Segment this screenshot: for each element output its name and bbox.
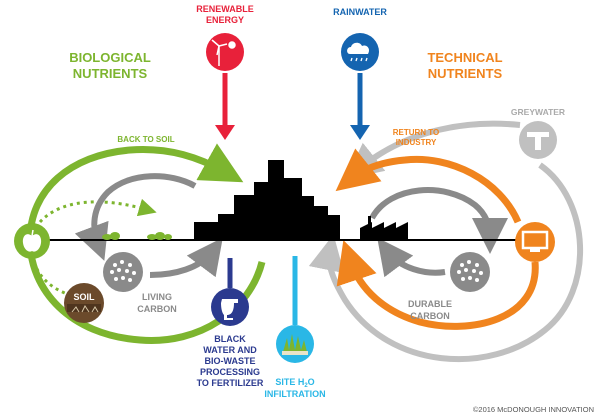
site-infiltration-label-1: SITE H2O — [275, 377, 314, 389]
wind-sun-icon — [206, 33, 244, 71]
black-water-label-5: TO FERTILIZER — [197, 378, 264, 388]
living-carbon-label-2: CARBON — [137, 304, 177, 314]
greywater-loop — [308, 162, 584, 363]
soil-node — [64, 283, 104, 323]
dotted-green-arrow — [38, 198, 157, 224]
technical-title-2: NUTRIENTS — [428, 66, 503, 81]
wind-turbine-icon — [211, 39, 236, 66]
technical-title-1: TECHNICAL — [427, 50, 502, 65]
return-label-1: RETURN TO — [393, 128, 440, 137]
back-to-soil-label: BACK TO SOIL — [117, 135, 174, 144]
renewable-label-2: ENERGY — [206, 15, 244, 25]
technical-lower-arc — [336, 240, 539, 330]
renewable-label-1: RENEWABLE — [196, 4, 254, 14]
city-skyline — [194, 160, 408, 240]
living-carbon-lower-arc — [149, 237, 223, 278]
copyright: ©2016 McDONOUGH INNOVATION — [473, 405, 594, 414]
rainwater — [341, 33, 379, 140]
renewable-energy — [206, 33, 244, 140]
living-carbon-upper-arc — [74, 173, 197, 261]
site-infiltration — [276, 256, 314, 363]
monitor-node — [515, 222, 555, 262]
return-label-2: INDUSTRY — [396, 138, 437, 147]
durable-carbon-label-1: DURABLE — [408, 299, 452, 309]
text-labels: BIOLOGICAL NUTRIENTS TECHNICAL NUTRIENTS… — [69, 4, 594, 414]
durable-carbon-icon — [450, 252, 490, 292]
biological-title-2: NUTRIENTS — [73, 66, 148, 81]
apple-node — [14, 223, 50, 259]
durable-carbon-label-2: CARBON — [410, 311, 450, 321]
rainwater-label: RAINWATER — [333, 7, 387, 17]
durable-carbon-lower-arc — [377, 237, 446, 278]
grass-icon — [276, 325, 314, 363]
site-infiltration-label-2: INFILTRATION — [264, 389, 325, 399]
biological-title-1: BIOLOGICAL — [69, 50, 151, 65]
living-carbon-label-1: LIVING — [142, 292, 172, 302]
return-to-industry-arc — [335, 148, 522, 224]
grass-tufts — [102, 232, 172, 240]
durable-carbon-upper-arc — [369, 187, 508, 254]
durable-carbon-node — [450, 252, 490, 292]
black-water-label-2: WATER AND — [203, 345, 257, 355]
greywater-icon-group — [519, 121, 557, 159]
technical-loop — [308, 120, 584, 363]
black-water-label-1: BLACK — [214, 334, 246, 344]
living-carbon-icon — [103, 252, 143, 292]
black-water-label-4: PROCESSING — [200, 367, 260, 377]
black-water — [211, 258, 249, 326]
black-water-label-3: BIO-WASTE — [205, 356, 256, 366]
monitor-icon — [515, 222, 555, 262]
soil-icon — [64, 283, 104, 323]
living-carbon-node — [103, 252, 143, 292]
soil-label: SOIL — [73, 292, 95, 302]
greywater-label: GREYWATER — [511, 107, 565, 117]
